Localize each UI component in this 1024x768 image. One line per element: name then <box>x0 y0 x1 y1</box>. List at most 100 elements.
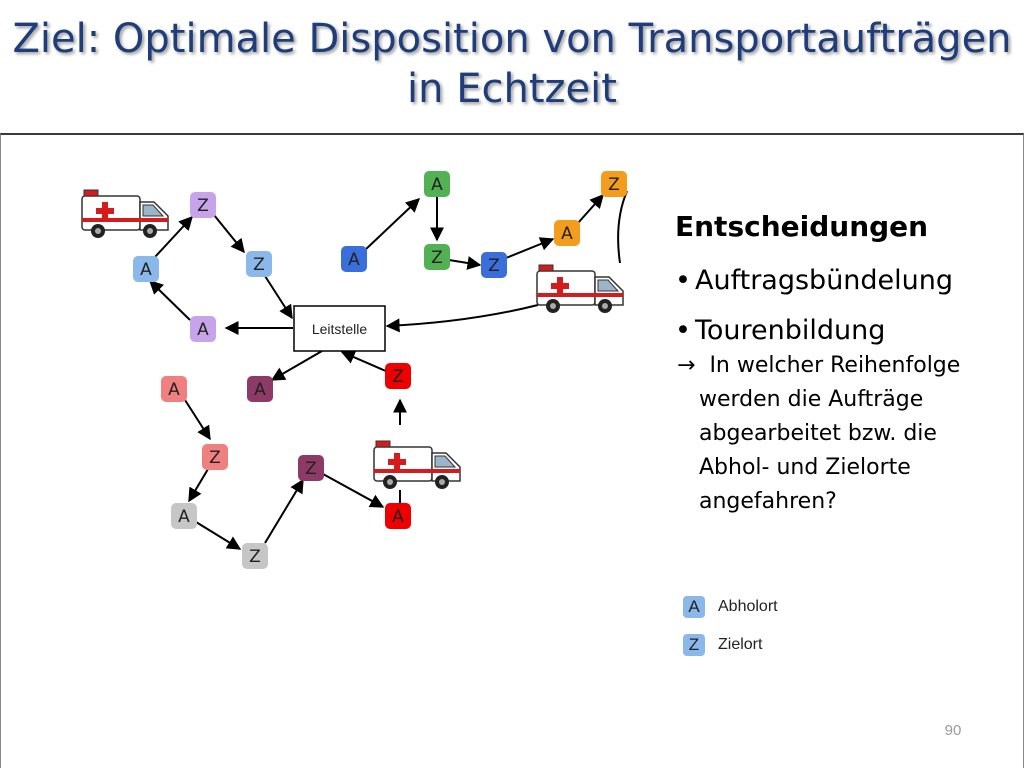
bullet-routing: •Tourenbildung <box>675 313 1015 349</box>
node-badge <box>424 171 450 197</box>
edge-z2-hub <box>264 275 293 320</box>
dispatch-center-label: Leitstelle <box>312 321 367 337</box>
edge-z4-a5 <box>505 237 555 259</box>
node-badge <box>554 220 580 246</box>
bullet-bundling: •Auftragsbündelung <box>675 263 1015 299</box>
bullet-label: Auftragsbündelung <box>695 265 954 296</box>
legend-label: Zielort <box>718 636 763 653</box>
node-a1: A <box>133 256 159 282</box>
edge-z8-a9 <box>322 473 385 508</box>
node-label: Z <box>197 196 209 216</box>
legend-item-destination: Z Zielort <box>683 626 778 664</box>
node-a2: A <box>190 316 216 342</box>
edge-a6-z7 <box>184 399 211 441</box>
page-number: 90 <box>944 722 962 739</box>
node-label: Z <box>249 547 261 567</box>
node-label: Z <box>209 448 221 468</box>
edge-z1-z2 <box>213 214 245 254</box>
node-badge <box>202 444 228 470</box>
edges <box>148 190 628 550</box>
node-label: A <box>392 507 404 527</box>
node-a8: A <box>171 503 197 529</box>
edge-a1-z1 <box>154 215 193 258</box>
bullet-label: Tourenbildung <box>695 315 886 346</box>
node-badge <box>385 503 411 529</box>
edge-z6-hub <box>340 350 389 373</box>
node-badge <box>298 455 324 481</box>
node-badge <box>190 192 216 218</box>
node-a3: A <box>341 246 367 272</box>
nodes: A Z Z A A A Z Z A Z A A Z Z Z A Z A <box>133 171 627 569</box>
edge-ambulance-hub <box>385 304 539 333</box>
bullet-dot-icon: • <box>675 315 691 346</box>
node-badge <box>242 543 268 569</box>
question-line: werden die Aufträge <box>699 387 924 412</box>
node-badge <box>481 252 507 278</box>
node-label: A <box>561 224 573 244</box>
title-line-2: in Echtzeit <box>407 66 617 112</box>
node-badge <box>601 171 627 197</box>
title-line-1: Ziel: Optimale Disposition von Transport… <box>12 16 1012 62</box>
node-a9: A <box>385 503 411 529</box>
node-label: A <box>140 260 152 280</box>
node-z4: Z <box>481 252 507 278</box>
legend-chip: Z <box>683 634 705 656</box>
node-a7: A <box>247 376 273 402</box>
legend: A Abholort Z Zielort <box>683 588 778 664</box>
node-z8: Z <box>298 455 324 481</box>
ambulance-icon <box>81 189 169 239</box>
legend-label: Abholort <box>718 598 778 615</box>
node-a4: A <box>424 171 450 197</box>
node-z5: Z <box>601 171 627 197</box>
edge-a5-z5 <box>577 193 604 224</box>
node-badge <box>247 376 273 402</box>
node-z9: Z <box>242 543 268 569</box>
node-label: Z <box>431 248 443 268</box>
node-label: Z <box>608 175 620 195</box>
node-label: Z <box>392 367 404 387</box>
dispatch-center: Leitstelle <box>293 305 386 352</box>
edge-a3-a4 <box>364 198 421 251</box>
node-z2: Z <box>246 251 272 277</box>
node-badge <box>424 244 450 270</box>
question-line: In welcher Reihenfolge <box>709 353 961 378</box>
arrow-right-icon: → <box>677 353 696 378</box>
dispatch-center-box <box>293 305 386 352</box>
node-label: A <box>178 507 190 527</box>
node-label: Z <box>253 255 265 275</box>
node-label: Z <box>305 459 317 479</box>
question-line: angefahren? <box>699 489 837 514</box>
node-z3: Z <box>424 244 450 270</box>
node-a6: A <box>161 376 187 402</box>
node-badge <box>161 376 187 402</box>
node-label: A <box>197 320 209 340</box>
slide-title: Ziel: Optimale Disposition von Transport… <box>0 14 1024 114</box>
node-label: A <box>254 380 266 400</box>
node-badge <box>171 503 197 529</box>
edge-z7-a8 <box>188 468 209 503</box>
node-badge <box>385 363 411 389</box>
question-line: abgearbeitet bzw. die <box>699 421 937 446</box>
node-a5: A <box>554 220 580 246</box>
node-z1: Z <box>190 192 216 218</box>
node-label: A <box>431 175 443 195</box>
edge-a8-z9 <box>195 521 242 550</box>
legend-chip: A <box>683 596 705 618</box>
routing-question: → In welcher Reihenfolge werden die Auft… <box>677 349 1015 519</box>
node-badge <box>133 256 159 282</box>
node-badge <box>246 251 272 277</box>
node-label: A <box>348 250 360 270</box>
bullet-dot-icon: • <box>675 265 691 296</box>
edge-z3-z4 <box>448 256 482 270</box>
node-z6: Z <box>385 363 411 389</box>
node-badge <box>341 246 367 272</box>
question-line: Abhol- und Zielorte <box>699 455 911 480</box>
edge-ambulance-z5 <box>617 190 628 264</box>
decision-panel: Entscheidungen •Auftragsbündelung •Toure… <box>675 205 1015 519</box>
node-badge <box>190 316 216 342</box>
legend-item-pickup: A Abholort <box>683 588 778 626</box>
edge-hub-a7 <box>270 350 323 381</box>
node-z7: Z <box>202 444 228 470</box>
ambulance-icon <box>373 440 461 490</box>
